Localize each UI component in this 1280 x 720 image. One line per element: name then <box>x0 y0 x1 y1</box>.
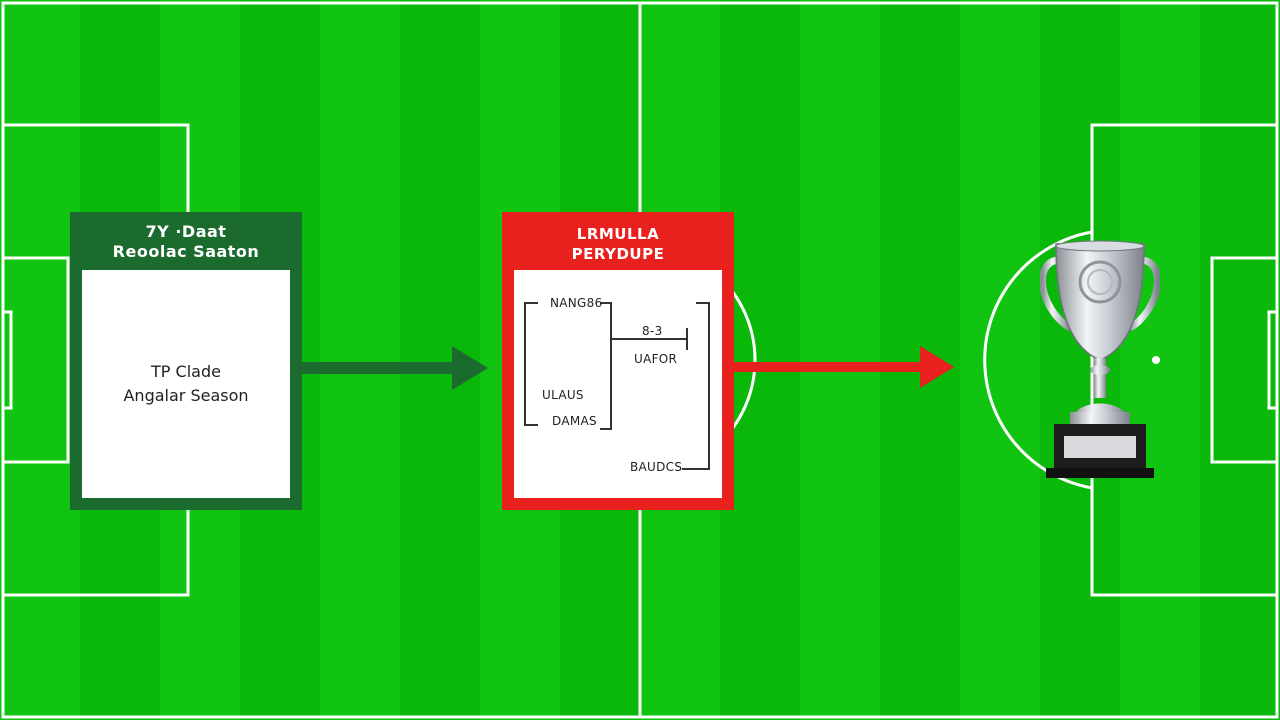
playoff-stage: LRMULLA PERYDUPE NANG86 8-3 UAFOR ULAUS … <box>502 212 734 510</box>
bracket-line <box>524 302 538 304</box>
left-goal <box>1 310 13 410</box>
bracket-team-4: DAMAS <box>552 414 597 428</box>
stage1-card: TP Clade Angalar Season <box>82 270 290 498</box>
bracket-line <box>686 328 688 350</box>
bracket-team-3: ULAUS <box>542 388 584 402</box>
right-goal <box>1267 310 1279 410</box>
stage1-header: 7Y ·Daat Reoolac Saaton <box>70 212 302 270</box>
bracket-team-5: BAUDCS <box>630 460 683 474</box>
stage1-header-line2: Reoolac Saaton <box>112 242 260 261</box>
bracket-score: 8-3 <box>642 324 663 338</box>
bracket-line <box>600 302 612 304</box>
stage1-body-line1: TP Clade <box>151 362 221 381</box>
stage2-header: LRMULLA PERYDUPE <box>502 212 734 270</box>
bracket-line <box>600 428 612 430</box>
bracket-card: NANG86 8-3 UAFOR ULAUS DAMAS BAUDCS <box>514 270 722 498</box>
stage2-header-line2: PERYDUPE <box>571 245 665 263</box>
stage1-header-line1: 7Y ·Daat <box>145 222 227 241</box>
bracket-line <box>524 424 538 426</box>
trophy-icon <box>1040 240 1160 478</box>
bracket-team-2: UAFOR <box>634 352 678 366</box>
penalty-spot <box>1152 356 1160 364</box>
bracket-line <box>696 302 710 304</box>
bracket-line <box>682 468 710 470</box>
right-penalty-arc <box>983 230 1093 490</box>
arrow-regular-to-playoffs <box>302 346 488 390</box>
regular-season-stage: 7Y ·Daat Reoolac Saaton TP Clade Angalar… <box>70 212 302 510</box>
bracket-line <box>612 338 688 340</box>
arrow-playoffs-to-trophy <box>734 346 954 388</box>
bracket-line <box>610 302 612 430</box>
bracket-team-1: NANG86 <box>550 296 603 310</box>
stage1-body-line2: Angalar Season <box>123 386 249 405</box>
stage2-header-line1: LRMULLA <box>576 225 660 243</box>
bracket-line <box>708 302 710 470</box>
bracket-line <box>524 302 526 426</box>
